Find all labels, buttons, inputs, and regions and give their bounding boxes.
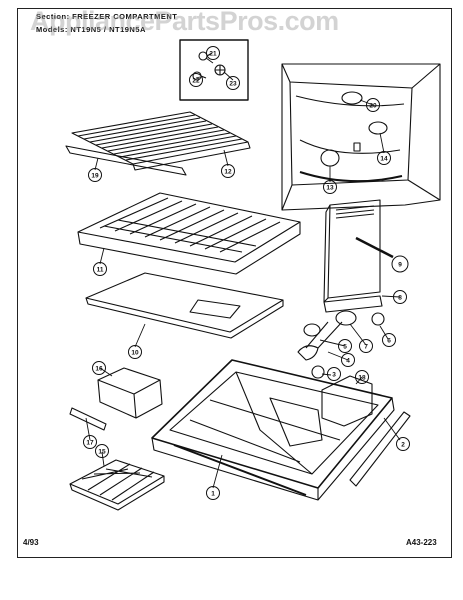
section-title: Section: FREEZER COMPARTMENT [36,12,178,21]
svg-text:23: 23 [229,81,237,88]
svg-text:13: 13 [326,185,334,192]
ice-bin [97,367,163,419]
svg-text:14: 14 [380,156,388,163]
svg-text:12: 12 [224,169,232,176]
hardware-inset [179,39,249,101]
duct-cover [321,375,373,427]
callout-11: 11 [93,262,107,276]
callout-6: 6 [382,333,396,347]
callout-21: 21 [206,46,220,60]
callout-10: 10 [128,345,142,359]
callout-5: 5 [338,339,352,353]
svg-text:3: 3 [332,372,336,379]
svg-text:22: 22 [192,78,200,85]
svg-text:20: 20 [369,103,377,110]
svg-text:10: 10 [131,350,139,357]
callout-7: 7 [359,339,373,353]
svg-text:16: 16 [95,366,103,373]
ice-tray [69,459,165,511]
revision-date: 4/93 [23,538,39,547]
svg-text:8: 8 [398,295,402,302]
callout-15: 15 [95,444,109,458]
svg-text:17: 17 [86,440,94,447]
svg-text:11: 11 [97,267,104,274]
svg-text:4: 4 [346,358,350,365]
models-line: Models: NT19N5 / NT19N5A [36,25,146,34]
callout-19: 19 [88,168,102,182]
callout-20: 20 [366,98,380,112]
svg-text:19: 19 [91,173,99,180]
fan-motor-assembly [297,310,385,361]
callout-16: 16 [92,361,106,375]
svg-text:7: 7 [364,344,368,351]
callout-3: 3 [327,367,341,381]
wire-shelf [71,111,251,171]
part-callouts: 19 12 11 10 1 2 3 4 5 6 7 8 9 13 14 15 1… [83,46,410,500]
callout-8: 8 [393,290,407,304]
callout-4: 4 [341,353,355,367]
drawing-code: A43-223 [406,538,437,547]
damper [311,365,325,379]
grille-shelf [77,192,301,275]
callout-9: 9 [391,255,409,273]
callout-2: 2 [396,437,410,451]
callout-13: 13 [323,180,337,194]
insulation-panel [85,272,284,339]
freezer-floor-pan [151,359,395,501]
callout-23: 23 [226,76,240,90]
floor-side-trim [349,411,411,487]
svg-text:18: 18 [358,375,366,382]
bin-trim [69,407,107,431]
leader-lines [85,57,401,489]
callout-17: 17 [83,435,97,449]
svg-text:5: 5 [343,344,347,351]
shelf-trim [65,145,187,176]
svg-text:2: 2 [401,442,405,449]
svg-text:9: 9 [398,262,402,269]
callout-22: 22 [189,73,203,87]
svg-text:15: 15 [98,449,106,456]
callout-1: 1 [206,486,220,500]
watermark: AppliancePartsPros.com [30,6,339,36]
svg-text:21: 21 [209,51,217,58]
svg-text:6: 6 [387,338,391,345]
evaporator-cover [323,199,394,313]
callout-12: 12 [221,164,235,178]
freezer-liner [281,63,441,211]
svg-text:1: 1 [211,491,215,498]
callout-18: 18 [355,370,369,384]
callout-14: 14 [377,151,391,165]
